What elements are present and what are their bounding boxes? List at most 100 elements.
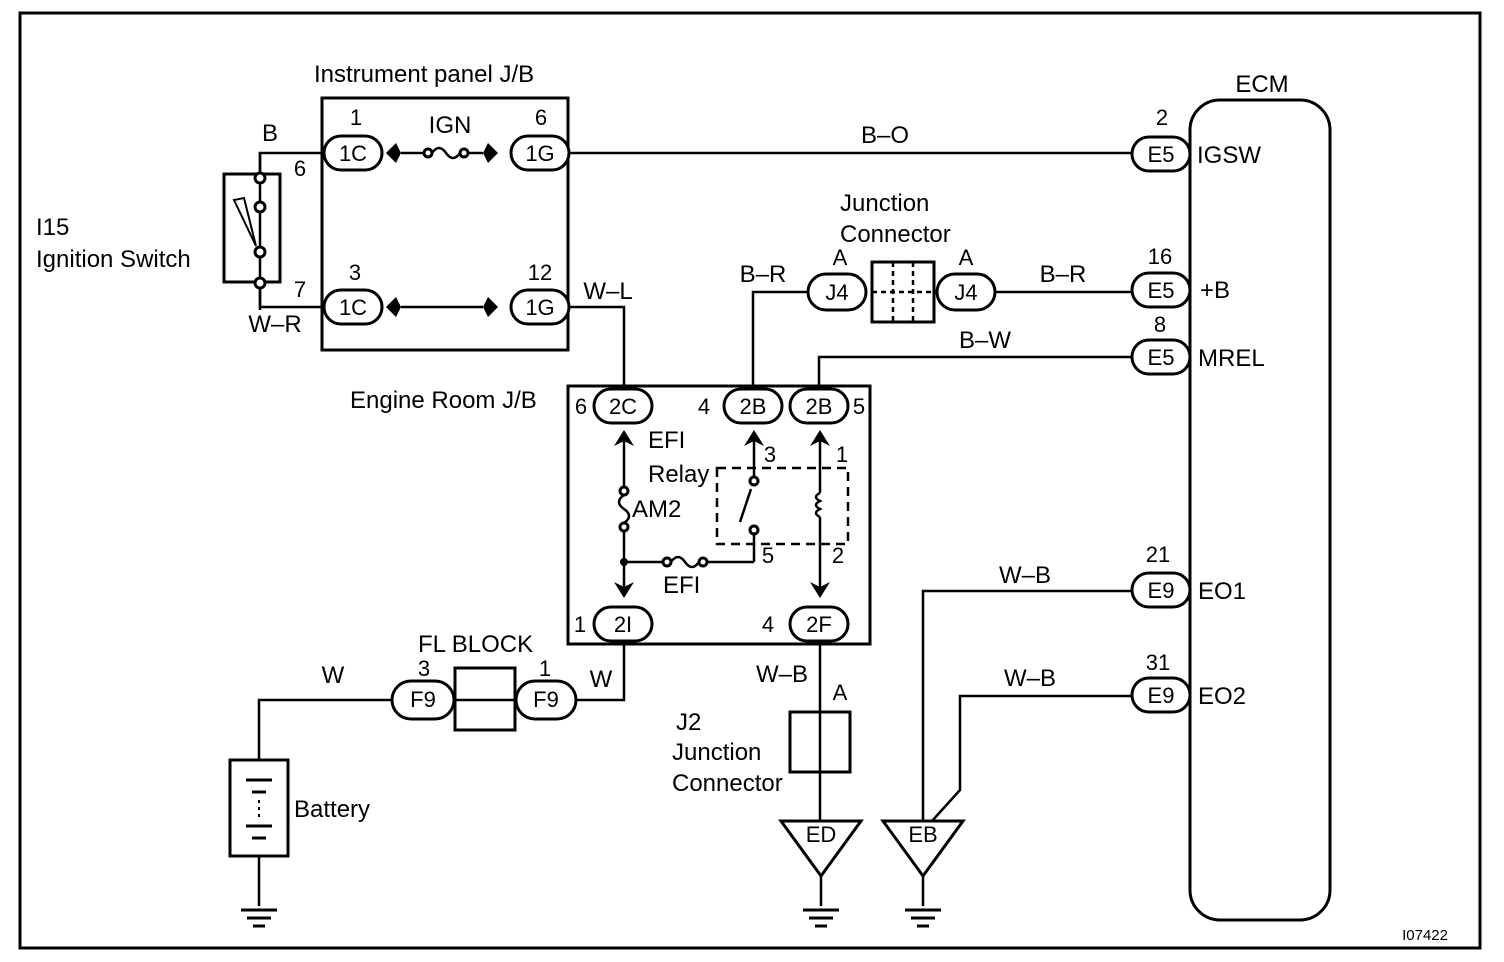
ign-fuse-label: IGN: [429, 112, 472, 139]
wire-b: [258, 151, 324, 174]
ecm-conn-label: E5: [1148, 345, 1175, 370]
wire-bw: [817, 355, 1132, 389]
wire-color-label: W: [590, 666, 613, 693]
relay-pin: 2: [832, 543, 844, 568]
er-pin: 4: [698, 394, 710, 419]
er-conn-label: 2B: [806, 394, 833, 419]
relay-switch-icon: [738, 488, 753, 523]
jb-pin: 3: [349, 260, 361, 285]
relay-coil-icon: [814, 491, 823, 519]
ignition-switch-name: Ignition Switch: [36, 246, 191, 273]
efi-fuse-label: EFI: [663, 572, 700, 599]
fl-pin: 1: [539, 656, 551, 681]
junction-connector: Junction Connector A A J4 J4: [806, 190, 997, 324]
junction-label-line1: Junction: [840, 190, 929, 217]
ecm-box: [1188, 98, 1332, 922]
ignition-switch-id: I15: [36, 214, 69, 241]
wire-color-label: W–B: [756, 661, 808, 688]
er-conn-label: 2F: [806, 612, 832, 637]
j4-label: J4: [825, 280, 848, 305]
er-pin: 4: [762, 612, 774, 637]
fuse-terminal: [458, 147, 470, 159]
ground-ed: ED: [778, 819, 864, 928]
battery-label: Battery: [294, 796, 370, 823]
er-pin: 1: [574, 612, 586, 637]
am2-fuse-icon: [617, 493, 631, 525]
ground-label: EB: [908, 822, 937, 847]
ecm-connector: [1130, 271, 1192, 309]
jb-pin: 12: [528, 260, 552, 285]
wire-wr: [258, 288, 324, 309]
ground-label: ED: [806, 822, 837, 847]
ecm: ECM 2 E5 IGSW 16 E5 +B 8 E5 MREL 21 E9 E…: [1130, 71, 1332, 922]
wire-color-label: W–B: [999, 562, 1051, 589]
j4-label: J4: [954, 280, 977, 305]
ignition-switch-box: [222, 172, 282, 284]
er-conn-label: 2C: [609, 394, 637, 419]
fl-block-title: FL BLOCK: [418, 631, 533, 658]
jb-conn-label: 1G: [525, 141, 554, 166]
terminal-arrow-icon: [386, 143, 401, 163]
wire-wb-eo2: [931, 694, 1132, 822]
fl-block: FL BLOCK 3 1 F9 F9: [390, 631, 578, 732]
j2-label-line1: Junction: [672, 739, 761, 766]
er-conn-label: 2I: [614, 612, 632, 637]
ecm-conn-label: E5: [1148, 278, 1175, 303]
document-id: I07422: [1402, 927, 1448, 944]
j2-pin: A: [833, 680, 848, 705]
switch-blade-icon: [232, 196, 257, 247]
efi-fuse-icon: [669, 555, 701, 569]
switch-pin: 7: [294, 277, 306, 302]
wire-wl: [569, 305, 626, 389]
ground-battery: [241, 856, 277, 928]
jb-conn-label: 1C: [339, 141, 367, 166]
wire-color-label: W–L: [583, 278, 632, 305]
switch-pin: 6: [294, 156, 306, 181]
efi-relay-box: [715, 466, 850, 546]
ecm-terminal-name: IGSW: [1197, 142, 1261, 169]
fuse-terminal: [697, 556, 709, 568]
switch-contact: [253, 171, 267, 185]
ecm-terminal-name: EO1: [1198, 578, 1246, 605]
relay-contact: [748, 475, 760, 487]
engine-room-jb-box: [566, 384, 872, 646]
relay-label-line1: EFI: [648, 427, 685, 454]
ecm-pin: 16: [1148, 244, 1172, 269]
jb-conn-label: 1C: [339, 295, 367, 320]
wire-color-label: B–O: [861, 122, 909, 149]
ignition-switch: I15 Ignition Switch 6 7: [36, 152, 306, 310]
wire-color-label: W: [322, 662, 345, 689]
wire-labels: B W–R B–O W–L B–R B–R B–W W–B W–B W–B W …: [248, 120, 1086, 693]
wire-br-left: [751, 290, 808, 389]
relay-pin: 3: [764, 442, 776, 467]
j2-junction-connector: A J2 Junction Connector: [672, 680, 852, 797]
f9-label: F9: [533, 687, 559, 712]
battery: Battery: [228, 758, 370, 858]
instrument-jb-title: Instrument panel J/B: [314, 61, 534, 88]
fuse-terminal: [618, 485, 630, 497]
wire-w-right: [576, 641, 626, 702]
switch-contact: [253, 276, 267, 290]
wires: [257, 151, 1132, 822]
relay-contact: [748, 524, 760, 536]
wire-w-left: [257, 698, 392, 760]
ecm-pin: 21: [1146, 542, 1170, 567]
ecm-pin: 8: [1154, 312, 1166, 337]
terminal-arrow-icon: [483, 143, 498, 163]
ecm-terminal-name: +B: [1200, 277, 1230, 304]
fuse-terminal: [618, 521, 630, 533]
wire-wb-eo1: [921, 589, 1132, 821]
relay-pin: 1: [836, 442, 848, 467]
terminal-arrow-icon: [614, 582, 634, 598]
wire-color-label: W–B: [1004, 665, 1056, 692]
terminal-arrow-icon: [810, 582, 830, 598]
wire-color-label: B: [262, 120, 278, 147]
instrument-panel-jb: Instrument panel J/B 1 1C 6 1G 3 1C 12 1…: [314, 61, 571, 352]
am2-fuse-label: AM2: [632, 496, 681, 523]
switch-contact: [253, 245, 267, 259]
wire-color-label: B–R: [740, 261, 787, 288]
j2-id: J2: [676, 709, 701, 736]
er-pin: 6: [575, 394, 587, 419]
ecm-conn-label: E9: [1148, 683, 1175, 708]
